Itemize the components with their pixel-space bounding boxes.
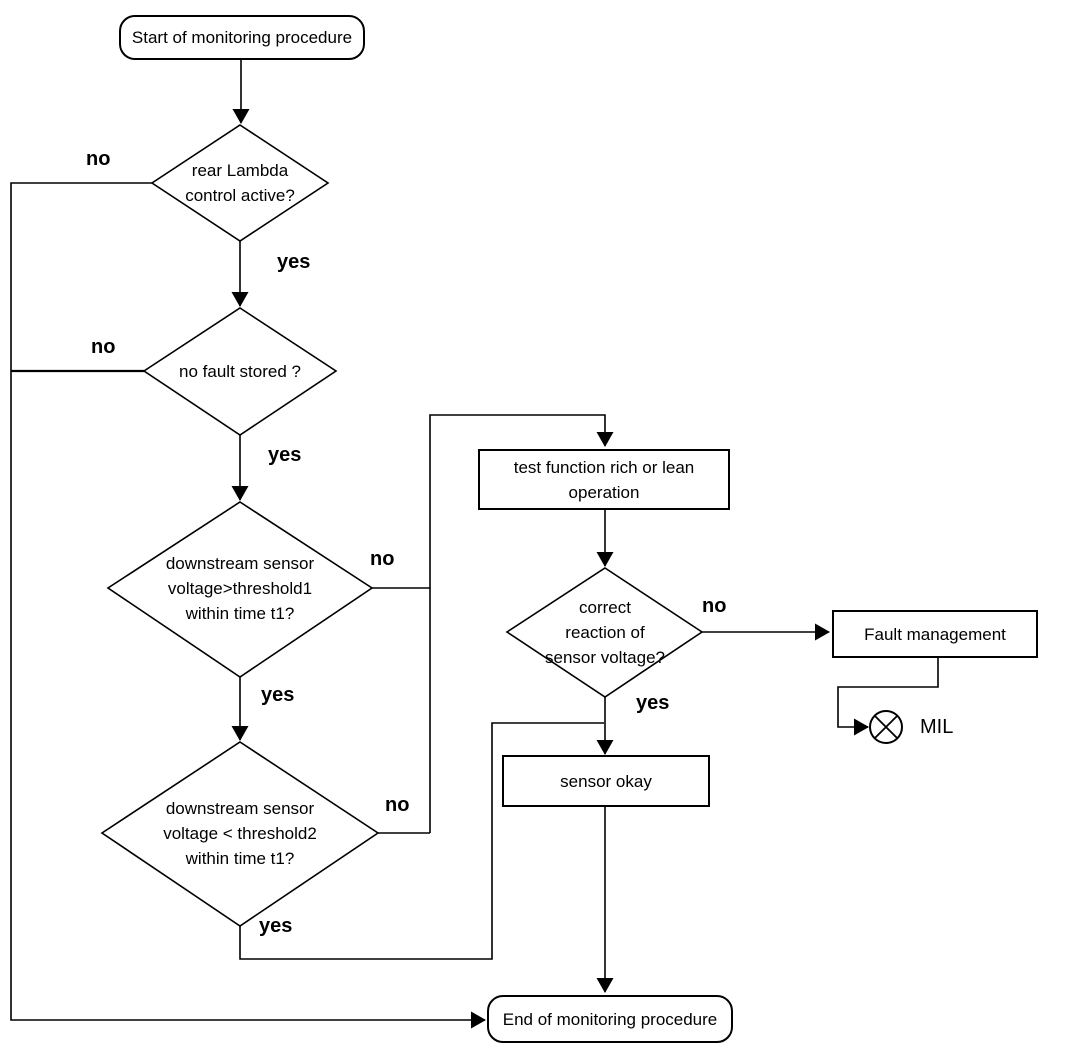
mil-label: MIL bbox=[920, 716, 954, 738]
test-function-label: test function rich or lean operation bbox=[513, 457, 695, 502]
edge-rail-to-test-function bbox=[429, 414, 614, 833]
decision-correct-reaction-shape bbox=[505, 567, 704, 698]
decision-rear-lambda-shape bbox=[150, 124, 330, 242]
label-correct-reaction-yes: yes bbox=[636, 692, 670, 714]
label-threshold2-yes: yes bbox=[259, 915, 293, 937]
sensor-okay-label: sensor okay bbox=[560, 771, 652, 791]
node-test-function: test function rich or lean operation bbox=[478, 449, 730, 510]
label-no-fault-no: no bbox=[91, 336, 116, 358]
node-fault-management: Fault management bbox=[832, 610, 1038, 658]
node-sensor-okay: sensor okay bbox=[502, 755, 710, 807]
label-no-fault-yes: yes bbox=[268, 444, 302, 466]
label-threshold2-no: no bbox=[385, 794, 410, 816]
mil-lamp-icon bbox=[869, 710, 903, 744]
label-threshold1-yes: yes bbox=[261, 684, 295, 706]
edge-fault-to-mil bbox=[837, 658, 939, 736]
label-rear-lambda-no: no bbox=[86, 148, 111, 170]
node-end: End of monitoring procedure bbox=[487, 995, 733, 1043]
node-start: Start of monitoring procedure bbox=[119, 15, 365, 60]
decision-threshold1-label: downstream sensor voltage>threshold1 wit… bbox=[165, 553, 315, 623]
start-label: Start of monitoring procedure bbox=[131, 28, 353, 47]
decision-threshold1-shape bbox=[106, 501, 374, 678]
end-label: End of monitoring procedure bbox=[502, 1009, 718, 1029]
decision-no-fault-shape bbox=[142, 307, 338, 436]
label-correct-reaction-no: no bbox=[702, 595, 727, 617]
fault-management-label: Fault management bbox=[864, 624, 1006, 644]
decision-threshold2-label: downstream sensor voltage < threshold2 w… bbox=[163, 798, 317, 868]
edge-rear-lambda-no-to-end bbox=[10, 182, 486, 1029]
edge-threshold2-yes bbox=[239, 722, 604, 960]
label-threshold1-no: no bbox=[370, 548, 395, 570]
label-rear-lambda-yes: yes bbox=[277, 251, 311, 273]
decision-no-fault-label: no fault stored ? bbox=[179, 361, 301, 381]
decision-threshold2-shape bbox=[100, 741, 380, 927]
decision-correct-reaction-label: correct reaction of sensor voltage? bbox=[544, 597, 666, 667]
decision-rear-lambda-label: rear Lambda control active? bbox=[185, 161, 295, 205]
